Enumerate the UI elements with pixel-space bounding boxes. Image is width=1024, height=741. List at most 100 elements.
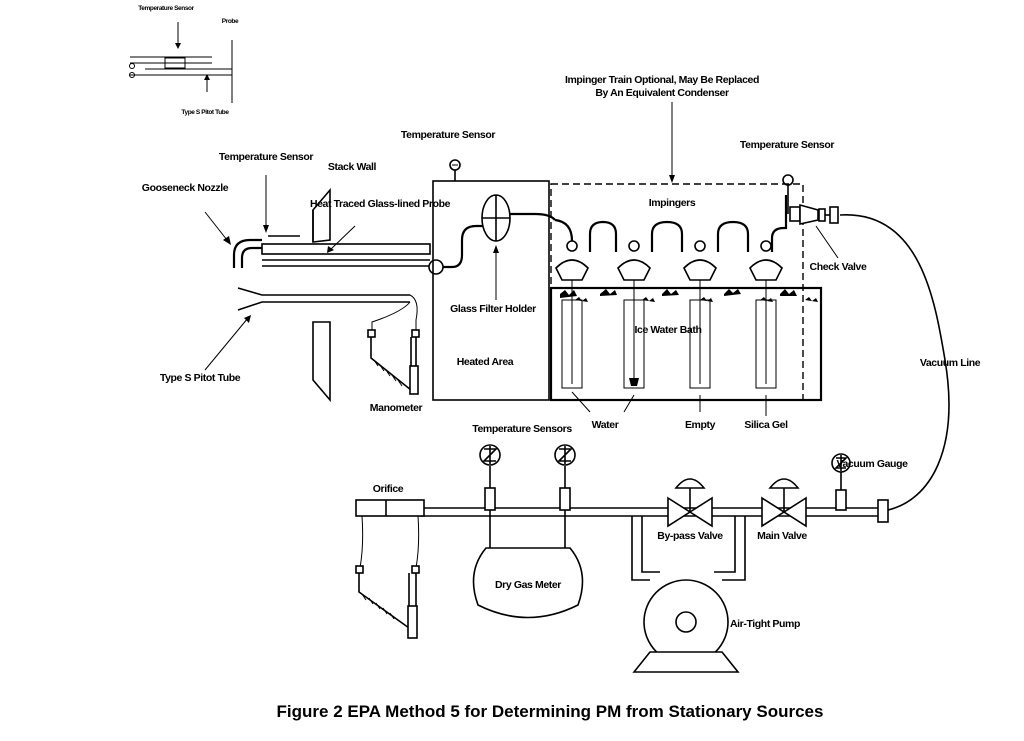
ice-water-bath-label: Ice Water Bath [635,324,702,336]
pitot-line-to-manometer-b [371,301,411,333]
probe-manometer [367,329,420,395]
labels: Impinger Train Optional, May Be Replaced… [142,74,981,630]
probe-pointer [329,225,356,251]
probe-detail-inset: Temperature Sensor Probe Type S Pitot Tu… [129,5,239,116]
check-valve-body [789,206,801,222]
water-label: Water [592,419,619,431]
pitot-arrowhead [244,315,251,323]
vacuum-line [839,214,950,511]
gooseneck-arrowhead [223,236,231,245]
check-valve-coupling [818,208,826,222]
filter-temperature-sensor-label: Temperature Sensor [401,129,495,141]
manometer-port-left [367,329,376,338]
inset-tip-2 [129,72,135,78]
impinger-4-joint [760,240,772,252]
impinger-1-joint [566,240,578,252]
impinger-2-joint [628,240,640,252]
water-pointers [571,391,635,413]
impinger-bend-1 [588,220,618,252]
orifice-manometer-port-r [411,565,420,574]
inset-sensor-arrowhead [175,43,181,49]
probe-arrowhead [327,246,334,253]
pitot-tube-lower [237,301,410,311]
inset-pitot-label: Type S Pitot Tube [181,109,229,116]
filter-to-impinger-tube [510,212,556,221]
impinger-inlet-bend [554,218,574,242]
impinger-bend-2 [650,220,684,252]
impinger-3-head [683,259,717,281]
dgm-outlet-gauge-glyph [557,446,573,464]
probe-temp-arrowhead [263,225,269,233]
heat-traced-probe-label: Heat Traced Glass-lined Probe [310,198,451,210]
vacuum-line-coupling [877,499,889,523]
gooseneck-pointer [204,211,228,241]
impinger-2-head [617,259,651,281]
filter-label-arrowhead [493,245,499,253]
ice-water-bath-box [549,286,823,402]
orifice-manometer-scale [407,605,418,639]
heat-traced-probe [261,243,431,255]
air-tight-pump-label: Air-Tight Pump [730,618,800,630]
impinger-train [549,102,839,416]
manometer-ticks [373,359,403,387]
vacuum-gauge-label: Vacuum Gauge [836,458,908,470]
figure-caption: Figure 2 EPA Method 5 for Determining PM… [277,702,824,721]
exit-temperature-sensor-label: Temperature Sensor [740,139,834,151]
orifice [355,499,425,517]
bypass-valve-right [688,496,713,528]
silica-gel-label: Silica Gel [744,419,788,431]
main-valve-handle [768,478,800,489]
inset-probe-label: Probe [222,18,239,25]
impinger-1-head [555,259,589,281]
check-valve-nut [829,206,839,224]
orifice-manometer-port-l [355,565,364,574]
vacuum-gauge-glyph [834,455,848,471]
heated-area-box [432,180,550,401]
main-valve-right [782,496,807,528]
impinger-outlet-tube [770,195,788,252]
inset-pitot-arrowhead [204,74,210,80]
check-valve-cone [799,203,819,225]
inset-tip-1 [129,63,135,69]
type-s-pitot-tube-label: Type S Pitot Tube [160,372,241,384]
check-valve-label: Check Valve [810,261,867,273]
ice-chunks [560,289,797,298]
impinger-2 [617,240,651,389]
bypass-valve [667,478,713,528]
heated-area-label: Heated Area [457,356,514,368]
pump-outlet-piping [714,516,746,581]
metering-console [355,444,889,673]
bypass-valve-label: By-pass Valve [657,530,723,542]
inset-temperature-sensor-text: Temperature Sensor [138,5,194,12]
vacuum-line-label: Vacuum Line [920,357,981,369]
impinger-4 [749,240,783,389]
impinger-train-note-line1: Impinger Train Optional, May Be Replaced [565,74,759,86]
pump-hub [675,611,697,633]
manometer-label: Manometer [370,402,423,414]
filter-temp-sensor-gauge [449,159,461,171]
impinger-2-tip [629,378,639,386]
probe-to-filter-tube [443,224,484,269]
probe-temperature-sensor-label: Temperature Sensor [219,151,313,163]
probe-connection-ball [428,259,444,275]
orifice-label: Orifice [373,483,404,495]
dgm-inlet-gauge-glyph [482,446,498,464]
impinger-1 [555,240,589,389]
dry-gas-meter [472,547,584,619]
vacuum-gauge-tee [835,489,847,511]
pitot-tube-upper [237,287,410,296]
impinger-3-joint [694,240,706,252]
inset-temperature-sensor-label: Temperature Sensor [138,5,194,12]
heated-area [432,159,556,401]
dgm-inlet-tee [484,487,496,511]
bypass-valve-left [667,496,692,528]
glass-filter-holder-label: Glass Filter Holder [450,303,536,315]
dgm-outlet-tee [559,487,571,511]
pitot-line-to-manometer-a [409,294,418,333]
impinger-bend-3 [716,220,750,252]
main-valve [761,478,807,528]
orifice-manometer-ticks [361,593,395,620]
gooseneck-nozzle-label: Gooseneck Nozzle [142,182,229,194]
